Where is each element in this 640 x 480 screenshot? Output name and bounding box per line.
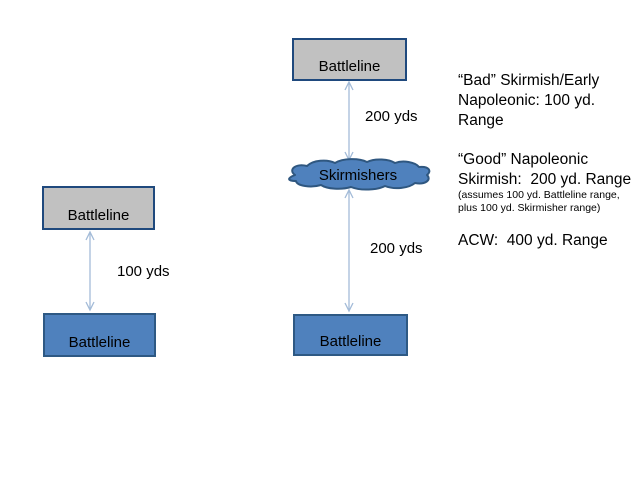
middle-top-battleline-box: Battleline	[292, 38, 407, 81]
skirmishers-label: Skirmishers	[318, 166, 398, 184]
middle-lower-range-label: 200 yds	[370, 240, 423, 257]
middle-upper-range-label: 200 yds	[365, 108, 418, 125]
left-top-battleline-label: Battleline	[67, 207, 130, 224]
note-bad-skirmish: “Bad” Skirmish/Early Napoleonic: 100 yd.…	[458, 72, 600, 129]
middle-bottom-battleline-label: Battleline	[319, 333, 382, 350]
note-acw: ACW: 400 yd. Range	[458, 232, 608, 249]
middle-bottom-battleline-box: Battleline	[293, 314, 408, 356]
note-good-skirmish-detail: (assumes 100 yd. Battleline range, plus …	[458, 189, 620, 214]
note-good-skirmish: “Good” Napoleonic Skirmish: 200 yd. Rang…	[458, 151, 632, 188]
left-range-arrow	[85, 230, 95, 312]
skirmishers-cloud: Skirmishers	[283, 157, 433, 191]
middle-top-battleline-label: Battleline	[318, 58, 381, 75]
middle-upper-range-arrow	[344, 80, 354, 162]
left-top-battleline-box: Battleline	[42, 186, 155, 230]
middle-lower-range-arrow	[344, 188, 354, 313]
cloud-shape-icon	[288, 158, 431, 191]
left-range-label: 100 yds	[117, 263, 170, 280]
left-bottom-battleline-label: Battleline	[68, 334, 131, 351]
left-bottom-battleline-box: Battleline	[43, 313, 156, 357]
